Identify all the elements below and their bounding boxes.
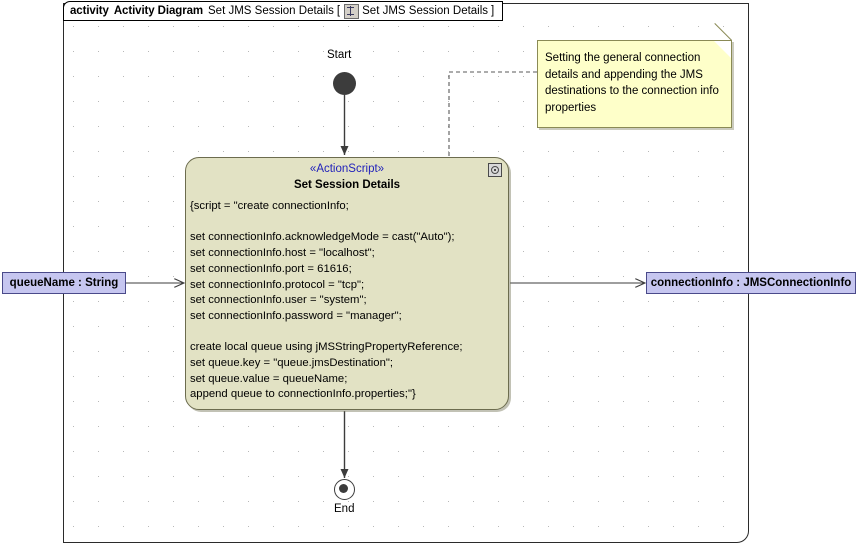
frame-keyword: activity [70, 5, 109, 17]
frame-bracket-close: ] [491, 5, 495, 17]
start-node-label: Start [327, 49, 352, 61]
action-node-set-session-details[interactable]: «ActionScript» Set Session Details {scri… [185, 157, 509, 410]
note-fold-icon [714, 41, 731, 58]
frame-inner-name: Set JMS Session Details [362, 5, 489, 17]
frame-diagram-name: Set JMS Session Details [208, 5, 334, 17]
diagram-frame-title-tab[interactable]: activity Activity Diagram Set JMS Sessio… [63, 1, 504, 21]
input-pin-queuename[interactable]: queueName : String [2, 272, 126, 294]
output-pin-connectioninfo[interactable]: connectionInfo : JMSConnectionInfo [646, 272, 856, 294]
output-pin-label: connectionInfo : JMSConnectionInfo [650, 277, 852, 289]
action-title: Set Session Details [293, 179, 401, 191]
frame-bracket-open: [ [336, 5, 341, 17]
activity-diagram-icon [344, 3, 360, 19]
action-script-body: {script = "create connectionInfo; set co… [190, 200, 463, 401]
input-pin-label: queueName : String [9, 277, 119, 289]
end-node-label: End [334, 503, 355, 515]
note-text: Setting the general connection details a… [545, 52, 719, 114]
action-stereotype: «ActionScript» [309, 163, 385, 175]
note-comment[interactable]: Setting the general connection details a… [537, 23, 732, 128]
final-node-icon[interactable] [334, 479, 355, 500]
initial-node-icon[interactable] [333, 72, 356, 95]
frame-type-label: Activity Diagram [113, 5, 203, 17]
action-script-icon[interactable] [488, 163, 502, 177]
